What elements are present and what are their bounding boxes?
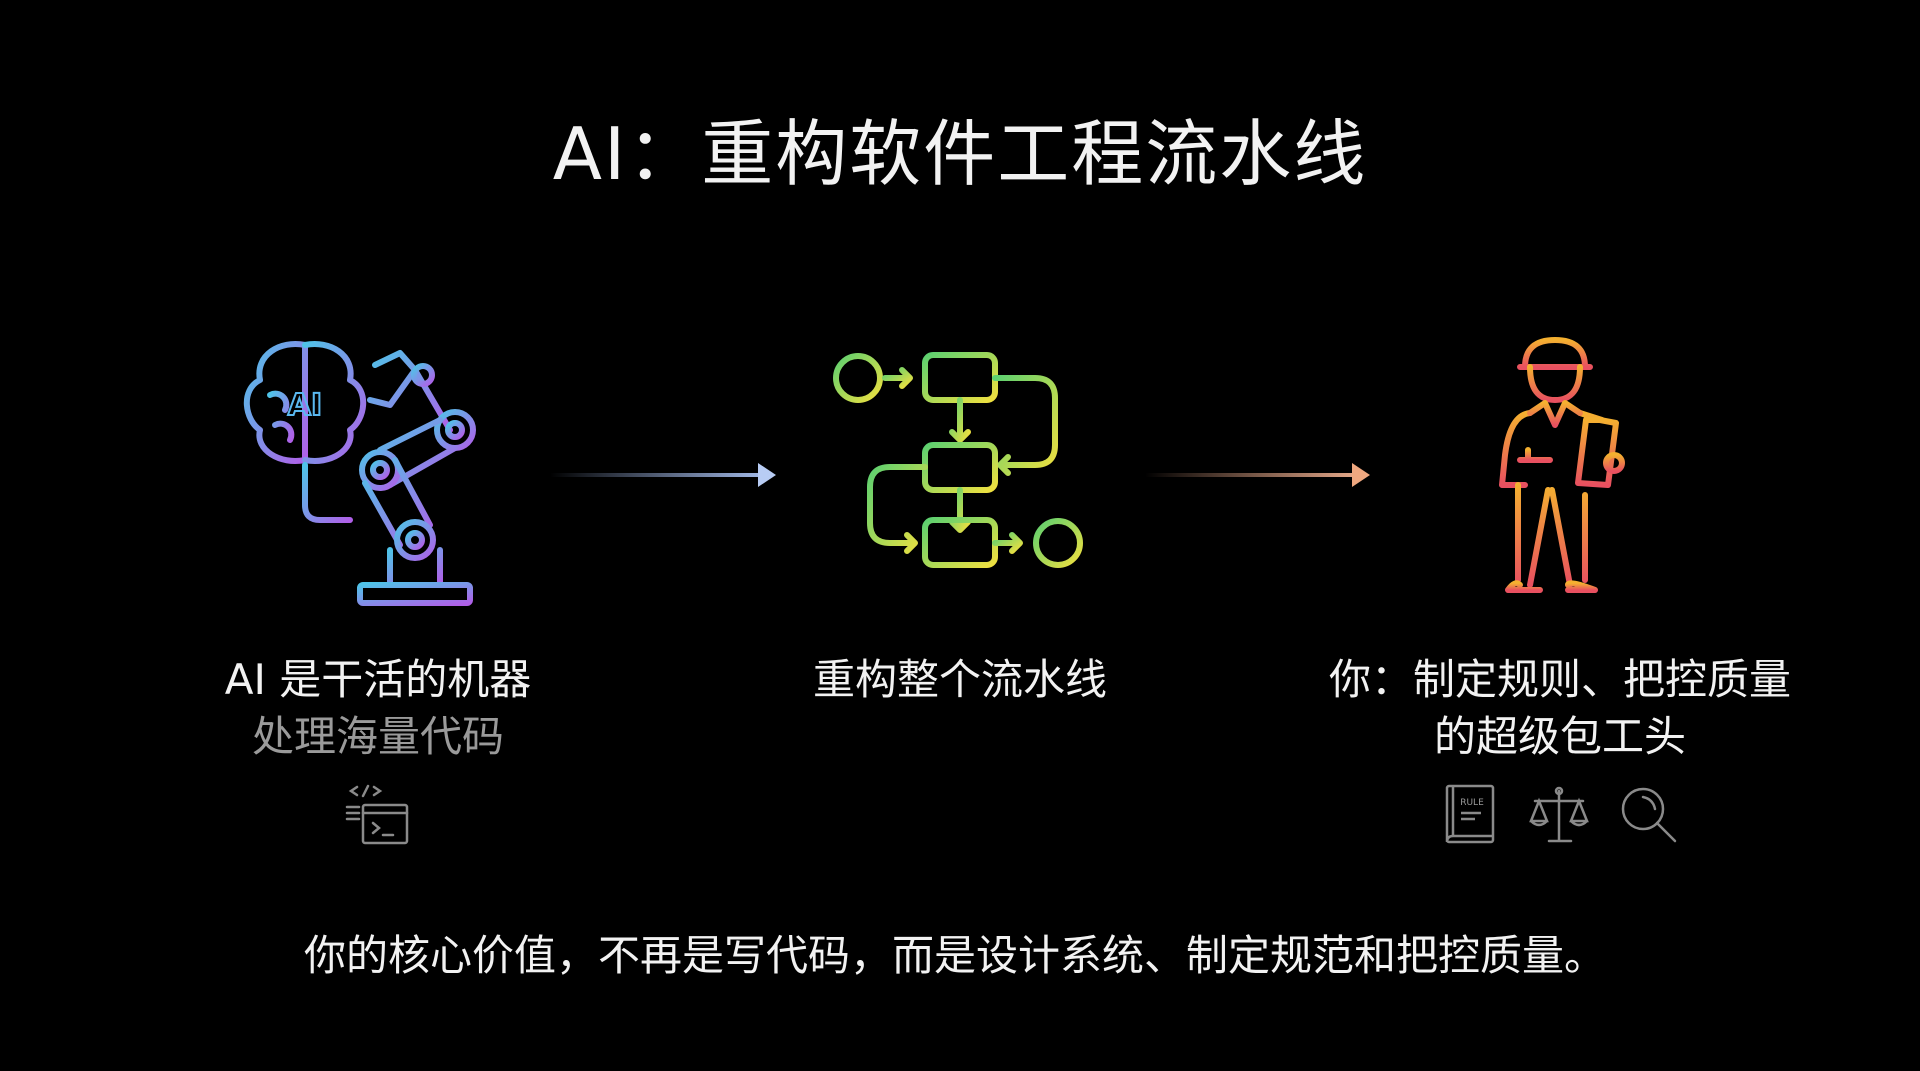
core-value-statement: 你的核心价值，不再是写代码，而是设计系统、制定规范和把控质量。: [303, 931, 1606, 980]
arrow-connector-2: [1145, 473, 1365, 477]
arrow-head-2-icon: [1352, 463, 1370, 487]
right-label-line1: 你：制定规则、把控质量: [1328, 655, 1791, 704]
code-terminal-icon: [345, 784, 409, 845]
middle-label: 重构整个流水线: [812, 655, 1107, 704]
engineer-with-clipboard-icon: [1499, 337, 1625, 593]
arrow-connector-1: [550, 473, 770, 477]
arrow-head-1-icon: [758, 463, 776, 487]
left-sublabel: 处理海量代码: [251, 712, 504, 761]
left-label: AI 是干活的机器: [224, 655, 532, 704]
flowchart-pipeline-icon: [833, 352, 1083, 568]
right-label-line2: 的超级包工头: [1433, 712, 1686, 761]
magnifier-icon: [1621, 787, 1677, 843]
page-title: AI：重构软件工程流水线: [552, 112, 1368, 196]
balance-scale-icon: [1529, 786, 1589, 843]
ai-brain-robot-arm-icon: AI: [243, 341, 476, 606]
rule-book-icon: RULE: [1445, 784, 1495, 844]
rule-text: RULE: [1460, 798, 1484, 808]
ai-text: AI: [288, 388, 322, 423]
